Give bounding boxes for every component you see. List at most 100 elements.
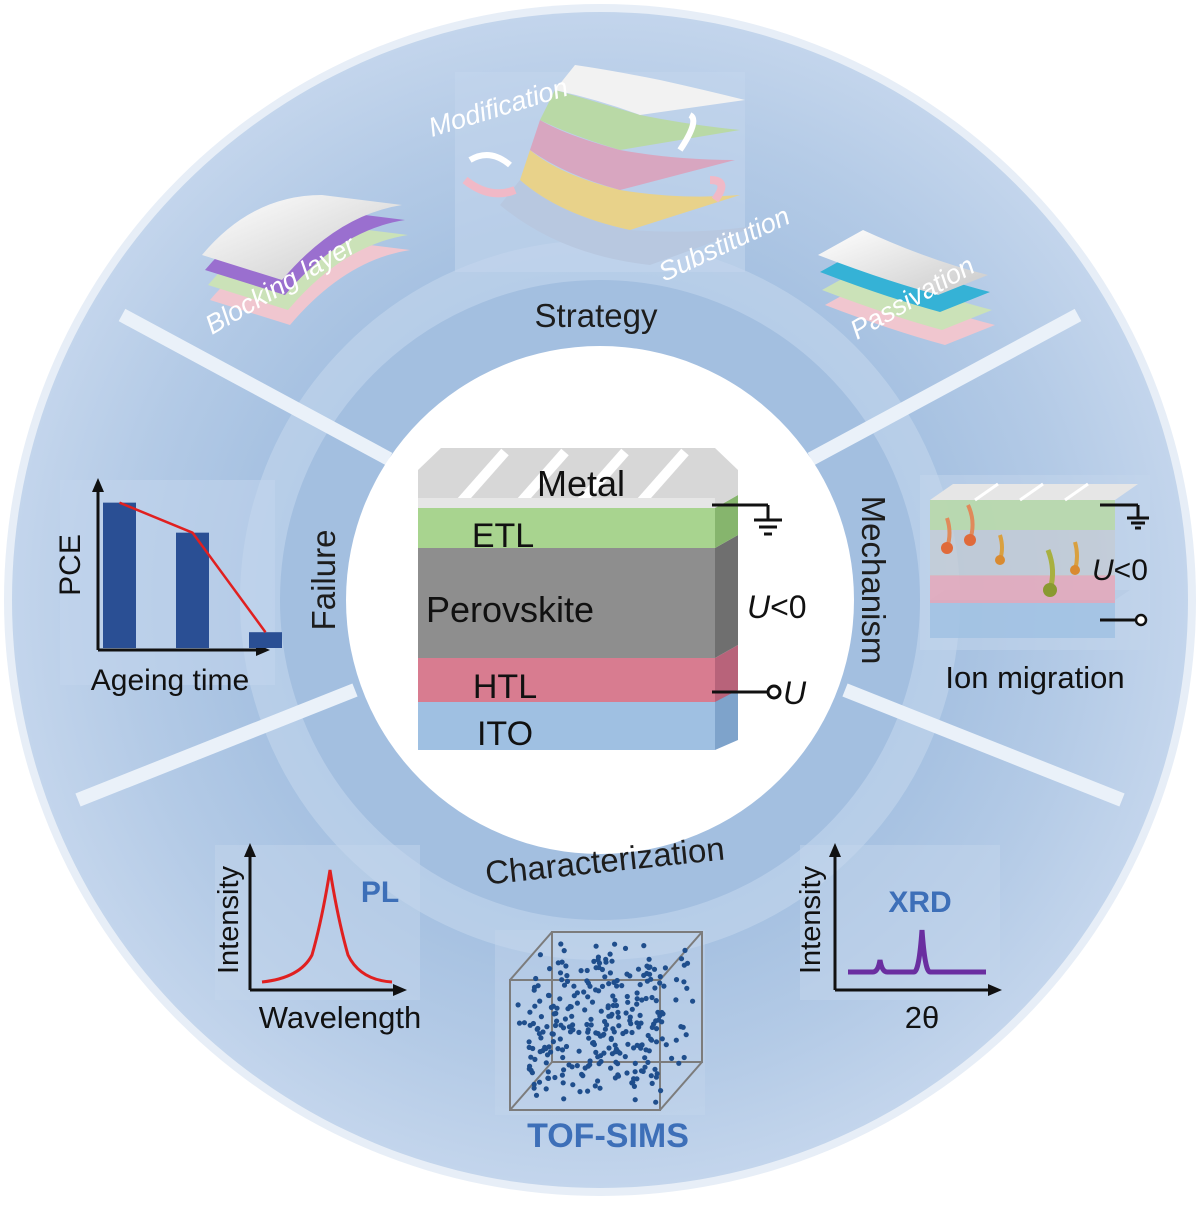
- tofsims-dot: [612, 997, 618, 1003]
- tofsims-dot: [636, 1024, 642, 1030]
- tofsims-dot: [631, 1045, 637, 1051]
- tofsims-dot: [681, 979, 687, 985]
- tofsims-dot: [642, 1064, 648, 1070]
- tofsims-dot: [653, 1099, 659, 1105]
- pl-curve: [261, 869, 393, 984]
- tofsims-dot: [659, 1009, 665, 1016]
- failure-bar: [103, 502, 136, 648]
- tofsims-dot: [657, 980, 663, 986]
- film-white-strategy: [555, 65, 745, 115]
- tofsims-dot: [646, 965, 652, 971]
- tofsims-dot: [588, 1022, 594, 1028]
- tofsims-dot: [561, 1067, 567, 1073]
- passivation-illustration: Passivation: [818, 230, 995, 345]
- tofsims-dot: [598, 1058, 604, 1065]
- ito-label: ITO: [477, 715, 533, 753]
- etl-label: ETL: [472, 517, 534, 555]
- sector-dividers: [75, 308, 1125, 807]
- tofsims-dot: [585, 1029, 591, 1035]
- tofsims-dot: [540, 1029, 546, 1035]
- tofsims-dot: [637, 1012, 643, 1019]
- tofsims-dot: [561, 1096, 567, 1102]
- tofsims-dot: [609, 958, 615, 964]
- tofsims-dot: [625, 1041, 631, 1047]
- device-bias-label: U<0: [747, 589, 807, 625]
- device-bias-rest: <0: [770, 589, 806, 625]
- tofsims-dot: [658, 1088, 664, 1094]
- tofsims-dot: [547, 966, 553, 972]
- xrd-x-arrow: [988, 984, 1002, 996]
- tofsims-dot: [577, 1089, 583, 1095]
- tofsims-dot: [634, 996, 640, 1002]
- ion: [995, 555, 1005, 565]
- tofsims-dot: [628, 1021, 634, 1027]
- tofsims-dot: [639, 997, 645, 1003]
- tofsims-dot: [649, 994, 655, 1001]
- tofsims-dot: [622, 1054, 628, 1060]
- tofsims-dot: [603, 956, 609, 962]
- tofsims-dot: [563, 963, 569, 969]
- tofsims-dot: [614, 977, 620, 984]
- failure-bars: [103, 502, 282, 648]
- tofsims-dot: [559, 1072, 566, 1078]
- tofsims-dot: [615, 1014, 622, 1020]
- terminal-label: U: [783, 675, 807, 711]
- device-stack: Metal ETL Perovskite HTL ITO U U<0: [418, 448, 807, 753]
- tofsims-dot: [634, 990, 640, 996]
- tofsims-dot: [564, 973, 570, 979]
- tofsims-dot: [615, 1061, 621, 1067]
- htl-side: [715, 645, 738, 702]
- tofsims-dot: [601, 1050, 607, 1056]
- tofsims-dot: [559, 1047, 566, 1053]
- tofsims-dot: [596, 964, 602, 971]
- tofsims-dot: [570, 1027, 576, 1033]
- perovskite-front: [418, 548, 715, 658]
- mech-ground-symbol: [1100, 503, 1149, 530]
- tofsims-dot: [557, 996, 563, 1002]
- failure-chart: PCE Ageing time: [54, 478, 282, 697]
- cube-edges: [509, 931, 703, 1111]
- tofsims-dot: [652, 985, 658, 991]
- ion: [1070, 565, 1080, 575]
- tofsims-dot: [640, 1068, 646, 1074]
- ion: [964, 534, 976, 546]
- tofsims-dot: [593, 1030, 599, 1036]
- ion-migration-caption: Ion migration: [945, 660, 1124, 695]
- tofsims-dot: [564, 978, 571, 985]
- tofsims-dot: [607, 951, 613, 957]
- failure-y-label: PCE: [54, 534, 87, 596]
- film-base: [500, 180, 760, 265]
- tofsims-dot: [602, 974, 608, 980]
- tofsims-dot: [615, 1072, 621, 1078]
- tofsims-dot: [653, 998, 659, 1004]
- tofsims-dot: [563, 1043, 570, 1050]
- tofsims-dot: [528, 1054, 534, 1060]
- tofsims-dot: [673, 1037, 679, 1043]
- tofsims-dot: [690, 998, 696, 1004]
- tofsims-dot: [642, 1055, 648, 1061]
- divider-mechanism-characterization: [842, 683, 1125, 807]
- device-ground-symbol: [712, 503, 782, 536]
- tofsims-dot: [641, 943, 647, 949]
- film-top: [202, 195, 402, 280]
- tofsims-dot: [646, 956, 652, 962]
- tofsims-dot: [648, 1073, 654, 1079]
- tofsims-dot: [624, 1070, 630, 1076]
- divider-failure-characterization: [75, 683, 358, 807]
- xrd-curve: [848, 929, 986, 975]
- tofsims-dot: [591, 1041, 598, 1048]
- xrd-x-label: 2θ: [905, 1000, 939, 1035]
- tofsims-dot: [549, 1031, 555, 1037]
- arrow-modification-1: [468, 152, 512, 168]
- failure-bar: [249, 632, 282, 648]
- etl-front: [418, 508, 715, 548]
- tofsims-dot: [515, 1002, 521, 1008]
- xrd-label: XRD: [888, 886, 951, 919]
- tofsims-dot: [557, 1036, 563, 1042]
- tofsims-dot: [558, 1022, 564, 1028]
- tofsims-dot: [591, 958, 597, 965]
- arrow-modification-3: [677, 112, 697, 152]
- divider-strategy-failure: [118, 308, 393, 466]
- tofsims-dot: [526, 1039, 532, 1045]
- xrd-y-label: Intensity: [795, 866, 827, 974]
